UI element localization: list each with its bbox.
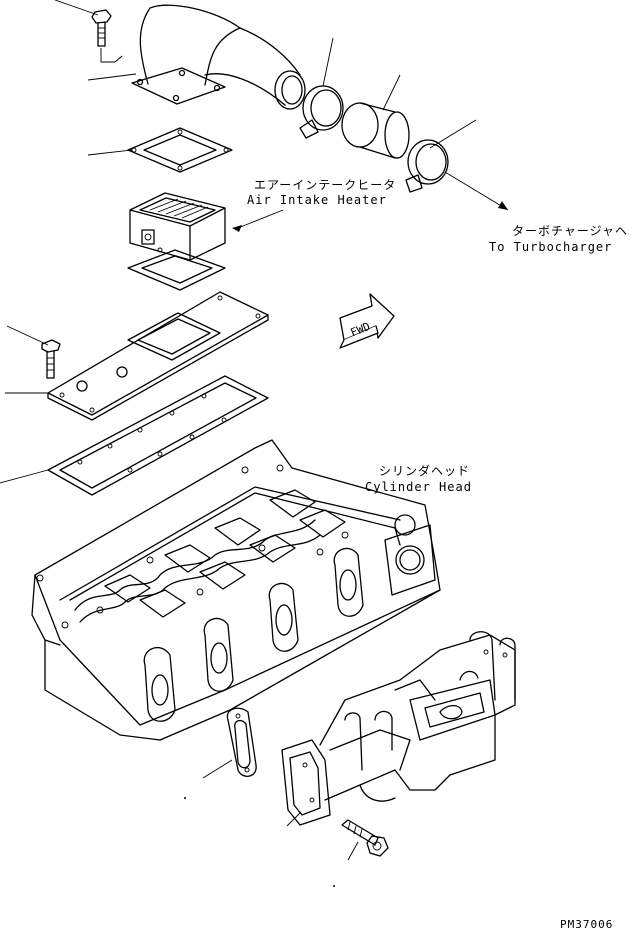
to-turbocharger-label-jp: ターボチャージャヘ [512, 224, 629, 238]
air-intake-heater-label-jp: エアーインテークヒータ [254, 178, 397, 192]
manifold-bolt [341, 819, 389, 857]
air-intake-heater [129, 192, 226, 261]
hose-clamp-1 [299, 85, 344, 139]
intake-elbow [131, 4, 306, 110]
exhaust-gasket [226, 707, 257, 777]
exhaust-manifold [281, 631, 516, 826]
cover-bolt [41, 339, 61, 379]
cylinder-head [31, 439, 441, 741]
bolt-to-elbow-guide [100, 48, 123, 63]
hose-clamp-2 [405, 139, 449, 193]
cylinder-head-label-jp: シリンダヘッド [379, 464, 471, 478]
gasket-upper [127, 127, 233, 173]
heater-pointer-line [237, 209, 284, 229]
top-bolt [91, 9, 112, 47]
drawing-number: PM37006 [560, 918, 614, 931]
cover-plate [47, 291, 269, 421]
heater-pointer-arrow [232, 225, 242, 232]
leader-lines [0, 0, 477, 861]
dot-mark-2 [333, 885, 335, 887]
cover-gasket [47, 375, 269, 496]
turbocharger-arrow [444, 171, 509, 211]
to-turbocharger-label-en: To Turbocharger [489, 240, 613, 254]
air-intake-heater-label-en: Air Intake Heater [247, 193, 387, 207]
dot-mark-1 [184, 797, 186, 799]
rubber-hose [341, 102, 410, 159]
fwd-mark [339, 293, 395, 349]
gasket-heater [127, 249, 226, 291]
cylinder-head-label-en: Cylinder Head [365, 480, 472, 494]
